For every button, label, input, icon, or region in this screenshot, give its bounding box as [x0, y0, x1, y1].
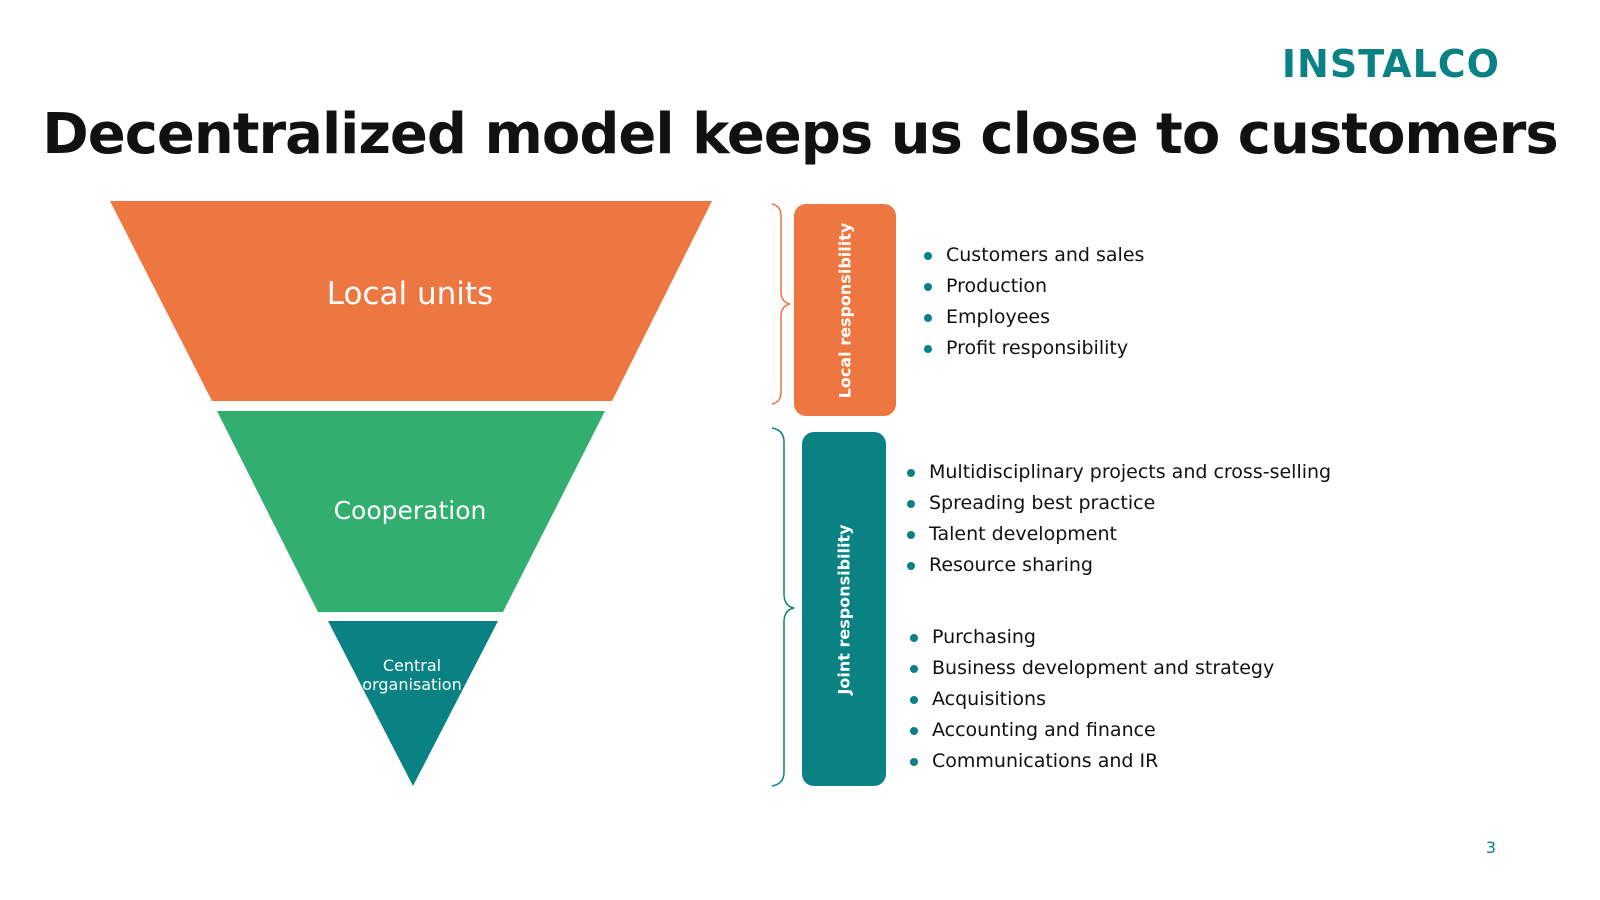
bullet-icon — [910, 696, 918, 704]
list-item: Profit responsibility — [922, 333, 1144, 364]
bullet-icon — [924, 314, 932, 322]
funnel-tier-central-organisation — [328, 621, 498, 786]
list-item: Customers and sales — [922, 240, 1144, 271]
list-item-text: Multidisciplinary projects and cross-sel… — [929, 461, 1332, 483]
list-item: Resource sharing — [905, 550, 1331, 581]
list-item: Spreading best practice — [905, 488, 1331, 519]
slide-title: Decentralized model keeps us close to cu… — [42, 102, 1558, 167]
funnel-tier-cooperation — [217, 411, 605, 612]
list-item: Acquisitions — [908, 684, 1274, 715]
local-responsibility-list: Customers and sales Production Employees… — [922, 240, 1144, 364]
cooperation-label: Cooperation — [333, 496, 487, 525]
joint-responsibility-label: Joint responsibility — [834, 523, 854, 695]
list-item-text: Employees — [946, 306, 1050, 328]
joint-responsibility-list-central: Purchasing Business development and stra… — [908, 622, 1274, 777]
list-item-text: Acquisitions — [932, 688, 1046, 710]
joint-responsibility-brace — [771, 427, 795, 787]
local-responsibility-brace — [771, 203, 791, 405]
list-item-text: Profit responsibility — [946, 337, 1129, 359]
list-item-text: Purchasing — [932, 626, 1036, 648]
list-item-text: Business development and strategy — [932, 657, 1275, 679]
bullet-icon — [907, 562, 915, 570]
list-item: Employees — [922, 302, 1144, 333]
local-units-label: Local units — [326, 276, 494, 312]
list-item-text: Production — [946, 275, 1048, 297]
bullet-icon — [924, 252, 932, 260]
bullet-icon — [924, 345, 932, 353]
list-item-text: Accounting and finance — [932, 719, 1156, 741]
page-number: 3 — [1485, 838, 1496, 857]
joint-responsibility-list-cooperation: Multidisciplinary projects and cross-sel… — [905, 457, 1331, 581]
bullet-icon — [910, 727, 918, 735]
list-item-text: Talent development — [929, 523, 1117, 545]
instalco-logo: INSTALCO — [1281, 42, 1500, 86]
list-item: Purchasing — [908, 622, 1274, 653]
list-item: Communications and IR — [908, 746, 1274, 777]
bullet-icon — [907, 469, 915, 477]
central-organisation-label: Central organisation — [362, 656, 462, 694]
funnel-tier-local-units — [110, 201, 712, 401]
list-item: Production — [922, 271, 1144, 302]
local-responsibility-box: Local responsibility — [794, 204, 896, 416]
list-item: Accounting and finance — [908, 715, 1274, 746]
list-item-text: Customers and sales — [946, 244, 1145, 266]
list-item: Business development and strategy — [908, 653, 1274, 684]
bullet-icon — [910, 665, 918, 673]
list-item-text: Communications and IR — [932, 750, 1159, 772]
joint-responsibility-box: Joint responsibility — [802, 432, 886, 786]
bullet-icon — [907, 500, 915, 508]
bullet-icon — [910, 758, 918, 766]
list-item: Multidisciplinary projects and cross-sel… — [905, 457, 1331, 488]
list-item: Talent development — [905, 519, 1331, 550]
list-item-text: Resource sharing — [929, 554, 1093, 576]
bullet-icon — [910, 634, 918, 642]
local-responsibility-label: Local responsibility — [835, 222, 855, 398]
bullet-icon — [907, 531, 915, 539]
bullet-icon — [924, 283, 932, 291]
list-item-text: Spreading best practice — [929, 492, 1156, 514]
